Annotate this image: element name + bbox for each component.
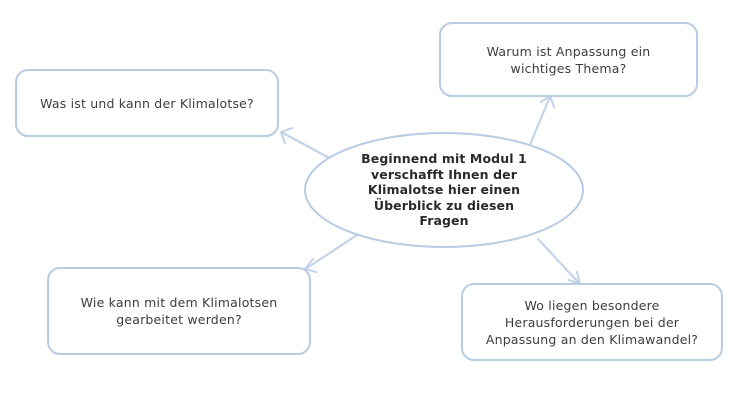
connectors-group <box>279 94 582 286</box>
arrowhead-bottom-left-icon <box>303 257 318 274</box>
node-shape-center[interactable] <box>304 132 584 248</box>
node-label-bottom-left: Wie kann mit dem Klimalotsen gearbeitet … <box>80 295 278 327</box>
node-label-top-left: Was ist und kann der Klimalotse? <box>40 95 254 111</box>
node-shape-top-right[interactable] <box>439 22 698 97</box>
node-shape-bottom-right[interactable] <box>461 283 723 361</box>
node-label-center: Beginnend mit Modul 1 verschafft Ihnen d… <box>361 151 527 229</box>
node-label-top-right: Warum ist Anpassung ein wichtiges Thema? <box>486 43 651 76</box>
connector-to-bottom-left <box>303 231 362 274</box>
node-shape-top-left[interactable] <box>15 69 279 137</box>
arrowhead-top-left-icon <box>279 126 294 145</box>
node-label-bottom-right: Wo liegen besondere Herausforderungen be… <box>485 297 699 347</box>
node-shape-bottom-left[interactable] <box>47 267 311 355</box>
